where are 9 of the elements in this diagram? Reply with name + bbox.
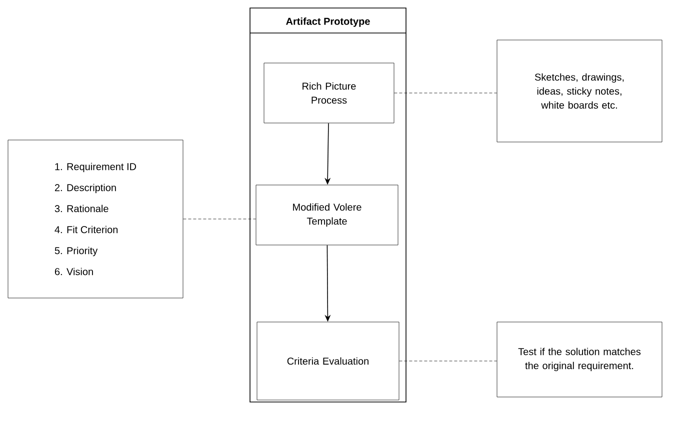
process-box: Modified Volere Template bbox=[256, 184, 398, 246]
process-box: Rich Picture Process bbox=[264, 62, 394, 124]
connector-line bbox=[394, 92, 497, 94]
connector-line bbox=[183, 218, 256, 220]
connector-line bbox=[399, 360, 497, 362]
list-box: 1. Requirement ID 2. Description 3. Rationale 4. Fit Criterion 5. Priority 6. Vision bbox=[8, 140, 184, 298]
process-box: Criteria Evaluation bbox=[256, 322, 400, 400]
note-box: Test if the solution matches the original requirement. bbox=[496, 322, 662, 398]
note-box: Sketches, drawings, ideas, sticky notes, white boards etc. bbox=[496, 40, 662, 142]
